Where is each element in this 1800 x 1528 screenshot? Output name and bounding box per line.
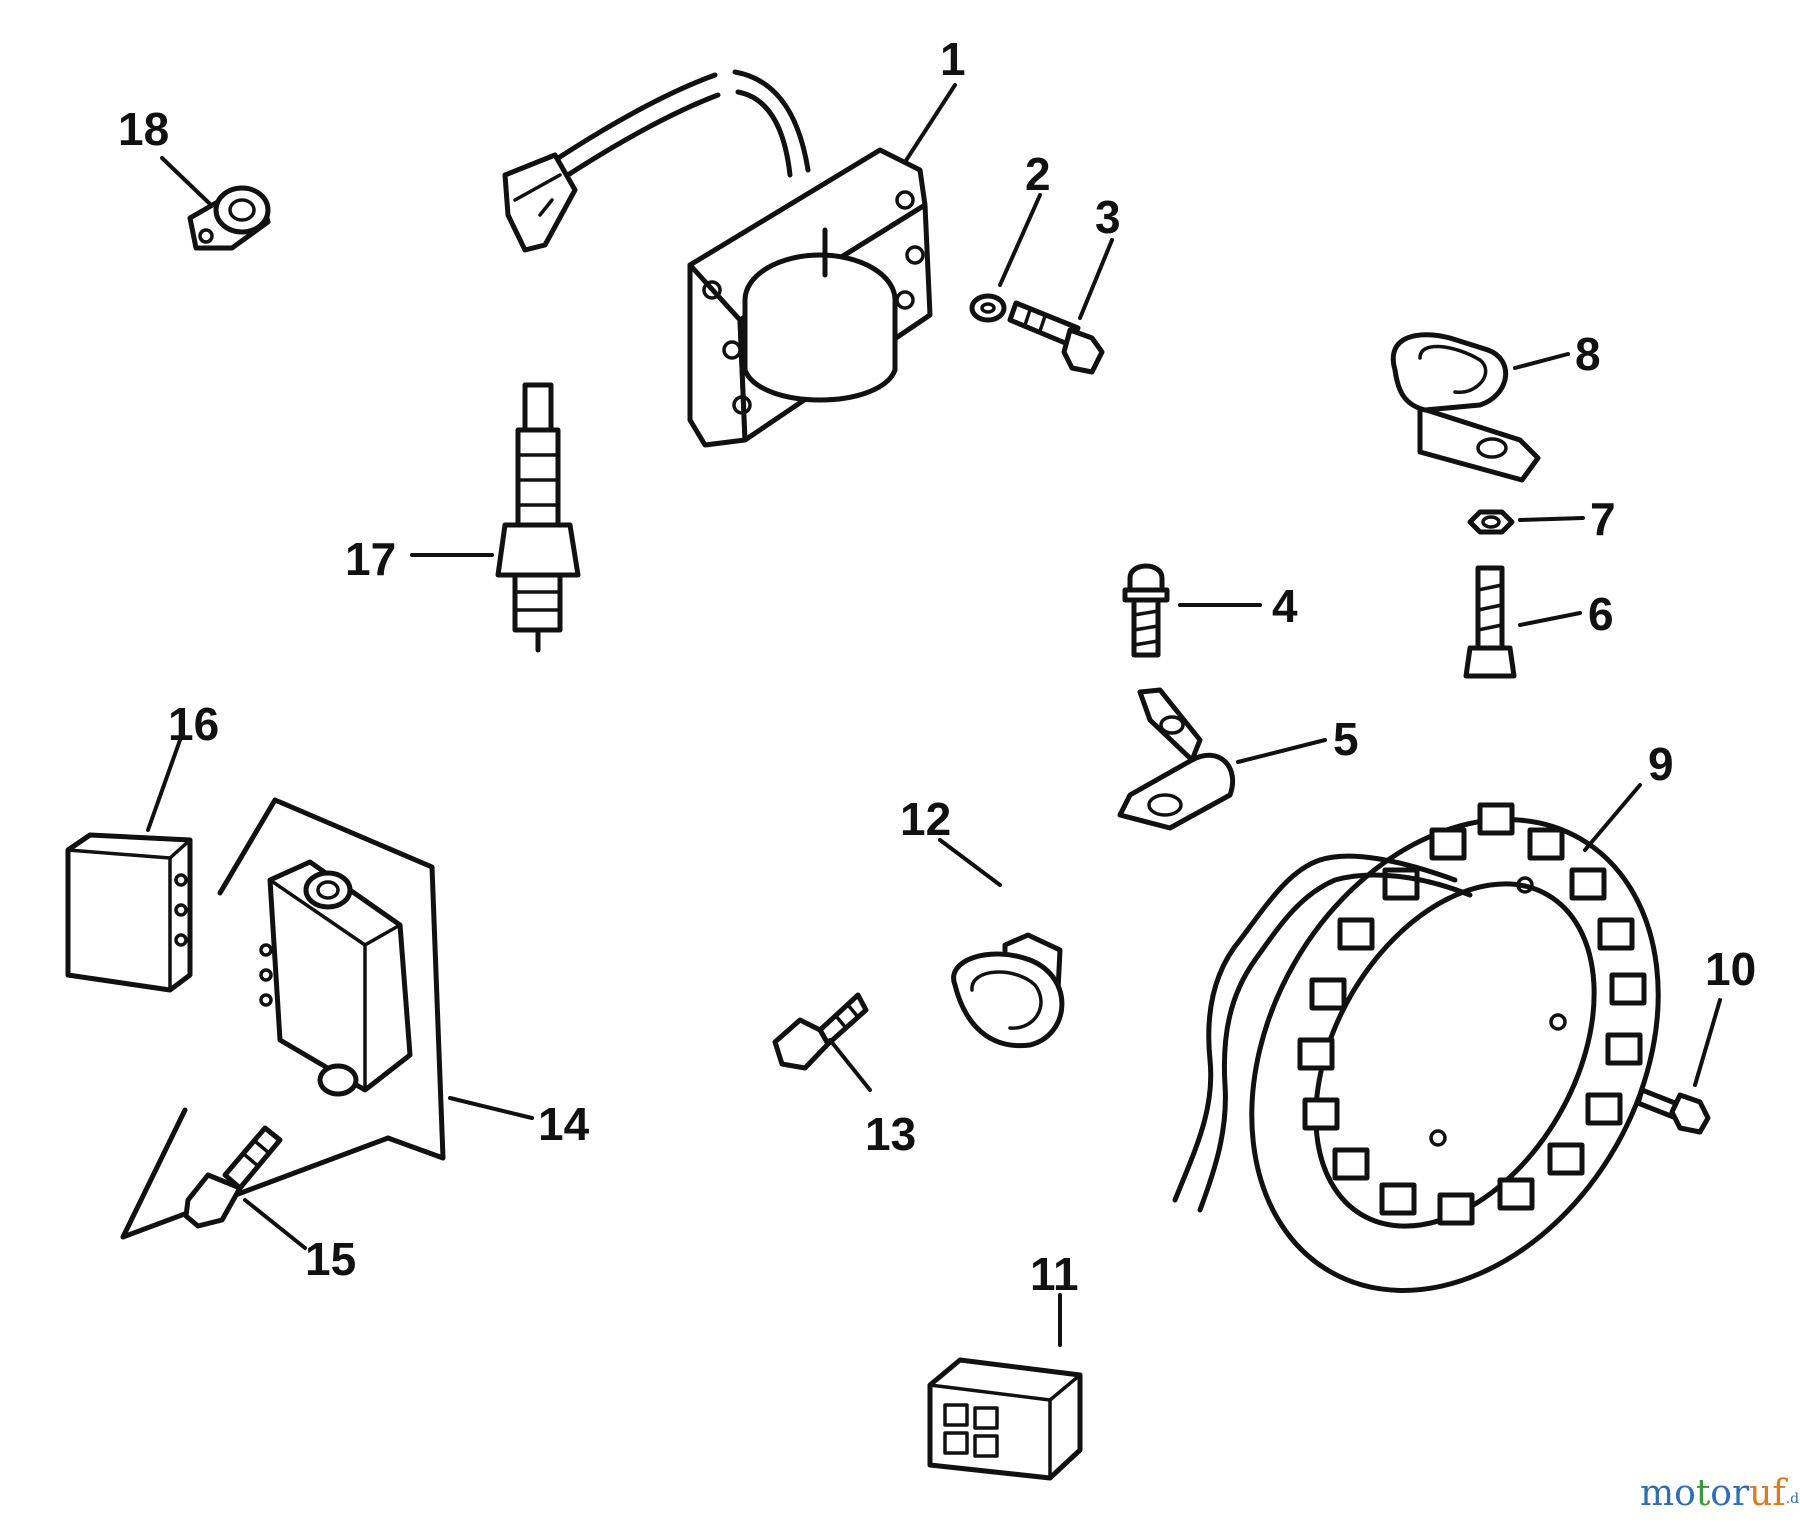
part-18-cable-clamp <box>187 185 271 251</box>
callout-5: 5 <box>1333 713 1359 765</box>
callout-16: 16 <box>168 698 219 750</box>
part-6-screw <box>1463 565 1517 679</box>
part-11-connector <box>927 1357 1083 1481</box>
part-7-nut <box>1467 509 1515 535</box>
part-17-spark-plug <box>495 382 581 653</box>
watermark-logo: motoruf.de <box>1640 1473 1800 1514</box>
callout-13: 13 <box>865 1108 916 1160</box>
callout-17: 17 <box>345 533 396 585</box>
callout-11: 11 <box>1030 1248 1079 1300</box>
part-3-screw <box>1007 300 1105 375</box>
callout-2: 2 <box>1025 148 1051 200</box>
part-4-screw <box>1122 563 1170 658</box>
part-16-module <box>65 832 193 993</box>
callout-12: 12 <box>900 793 951 845</box>
part-14-rectifier-kit <box>120 797 446 1240</box>
callout-18: 18 <box>118 103 169 155</box>
part-1-ignition-module <box>502 69 933 448</box>
callout-14: 14 <box>538 1098 590 1150</box>
callout-10: 10 <box>1705 943 1756 995</box>
svg-text:motoruf.de: motoruf.de <box>1640 1473 1800 1514</box>
part-2-washer <box>969 293 1007 323</box>
callout-1: 1 <box>940 33 966 85</box>
part-10-screw <box>1635 1087 1711 1135</box>
callout-9: 9 <box>1648 738 1674 790</box>
callout-15: 15 <box>305 1233 356 1285</box>
part-5-bracket <box>1117 687 1236 831</box>
part-15-screw <box>183 1125 283 1229</box>
part-8-cable-clamp <box>1390 332 1541 483</box>
callout-4: 4 <box>1272 580 1298 632</box>
part-13-screw <box>772 992 869 1071</box>
callout-8: 8 <box>1575 328 1601 380</box>
callout-3: 3 <box>1095 191 1121 243</box>
callout-7: 7 <box>1590 493 1616 545</box>
callout-6: 6 <box>1588 588 1614 640</box>
part-12-cable-clamp <box>951 932 1065 1049</box>
part-9-stator <box>1172 802 1661 1293</box>
